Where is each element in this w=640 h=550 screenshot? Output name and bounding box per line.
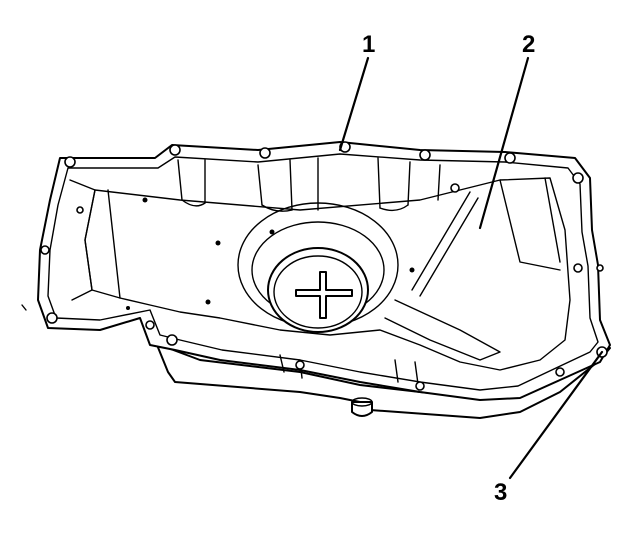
drain-plug: [351, 397, 373, 417]
floor-dots: [126, 197, 415, 310]
callout-3-label: 3: [494, 479, 507, 506]
baffle-rib: [411, 191, 479, 297]
callout-2-label: 2: [522, 31, 535, 58]
leader-line-1: [338, 56, 370, 152]
pickup-opening-edge: [273, 255, 363, 329]
leader-line-3: [508, 350, 604, 480]
edge-mark: [21, 304, 27, 311]
cross-baffle: [295, 271, 353, 319]
gasket-flange-inner: [47, 153, 599, 391]
callout-1-label: 1: [362, 31, 375, 58]
rear-ribs: [177, 157, 441, 212]
leader-line-2: [478, 56, 530, 230]
left-well-wall: [69, 179, 121, 301]
pan-floor-outline: [84, 177, 571, 371]
diagonal-channel: [384, 299, 501, 361]
right-well-wall: [499, 177, 561, 271]
